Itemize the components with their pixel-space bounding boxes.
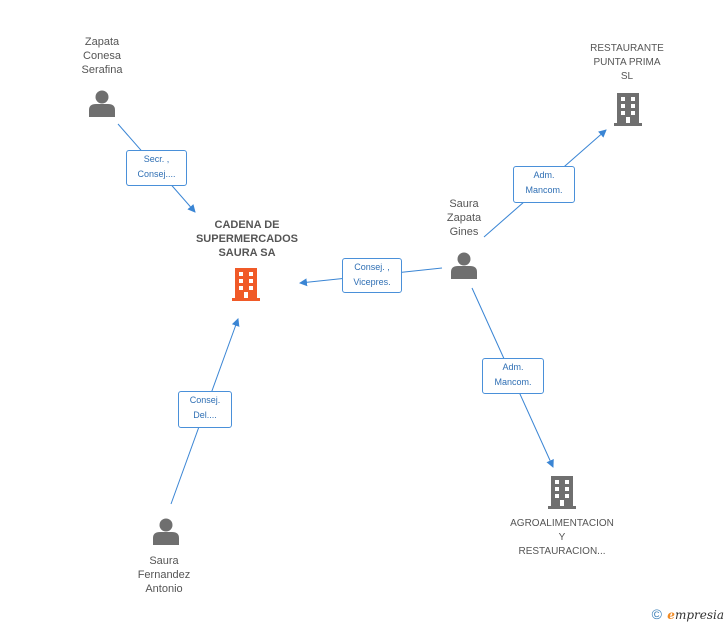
main-company-line-3: SAURA SA — [218, 247, 276, 259]
agroalimentacion-line-2: Y — [558, 532, 566, 543]
edge-label-line-2: Mancom. — [494, 377, 532, 387]
saura-zapata-line-3: Gines — [449, 226, 479, 238]
edge-label-line-1: Consej. — [189, 395, 221, 405]
edge-label-line-1: Consej. , — [354, 262, 390, 272]
restaurante-line-3: SL — [620, 71, 634, 82]
edge-label-adm-mancom-restaurante[interactable]: Adm. Mancom. — [513, 166, 575, 203]
edge-label-line-1: Adm. — [502, 362, 524, 372]
edge-label-line-2: Del.... — [193, 410, 217, 420]
edge-label-line-1: Secr. , — [143, 154, 170, 164]
agroalimentacion-line-3: RESTAURACION... — [518, 546, 606, 557]
building-icon-main-company[interactable] — [232, 268, 260, 301]
copyright-symbol: © — [651, 606, 662, 622]
person-label-zapata-conesa[interactable]: Zapata Conesa Serafina — [60, 35, 144, 77]
saura-zapata-line-1: Saura — [449, 198, 479, 210]
company-label-restaurante[interactable]: RESTAURANTE PUNTA PRIMA SL — [572, 42, 682, 84]
brand-name: mpresia — [674, 608, 724, 622]
edge-label-adm-mancom-agro[interactable]: Adm. Mancom. — [482, 358, 544, 394]
edge-label-line-2: Mancom. — [525, 185, 563, 195]
zapata-conesa-line-1: Zapata — [84, 36, 120, 48]
main-company-line-2: SUPERMERCADOS — [195, 233, 299, 245]
saura-fernandez-line-3: Antonio — [145, 583, 183, 595]
main-company-label[interactable]: CADENA DE SUPERMERCADOS SAURA SA — [176, 218, 318, 260]
person-icon-saura-zapata[interactable] — [451, 252, 477, 280]
saura-fernandez-line-1: Saura — [149, 555, 179, 567]
building-icon-restaurante[interactable] — [614, 93, 642, 126]
saura-zapata-line-2: Zapata — [446, 212, 482, 224]
building-icon-agroalimentacion[interactable] — [548, 476, 576, 509]
edge-label-line-2: Consej.... — [137, 169, 176, 179]
restaurante-line-2: PUNTA PRIMA — [593, 57, 661, 68]
edge-label-consej-del[interactable]: Consej. Del.... — [178, 391, 232, 428]
company-label-agroalimentacion[interactable]: AGROALIMENTACION Y RESTAURACION... — [500, 517, 624, 559]
person-icon-zapata-conesa[interactable] — [89, 90, 115, 118]
zapata-conesa-line-3: Serafina — [81, 64, 123, 76]
edge-label-secr-consej[interactable]: Secr. , Consej.... — [126, 150, 187, 186]
edge-label-consej-vicepres[interactable]: Consej. , Vicepres. — [342, 258, 402, 293]
edge-label-line-2: Vicepres. — [353, 277, 391, 287]
main-company-line-1: CADENA DE — [214, 219, 280, 231]
edge-label-line-1: Adm. — [533, 170, 555, 180]
saura-fernandez-line-2: Fernandez — [137, 569, 191, 581]
person-label-saura-zapata[interactable]: Saura Zapata Gines — [422, 197, 506, 239]
person-label-saura-fernandez[interactable]: Saura Fernandez Antonio — [122, 554, 206, 596]
brand-e-letter: e — [667, 608, 675, 622]
person-icon-saura-fernandez[interactable] — [153, 518, 179, 546]
empresia-watermark: © empresia — [652, 606, 724, 622]
agroalimentacion-line-1: AGROALIMENTACION — [510, 518, 614, 529]
restaurante-line-1: RESTAURANTE — [590, 43, 664, 54]
zapata-conesa-line-2: Conesa — [83, 50, 121, 62]
